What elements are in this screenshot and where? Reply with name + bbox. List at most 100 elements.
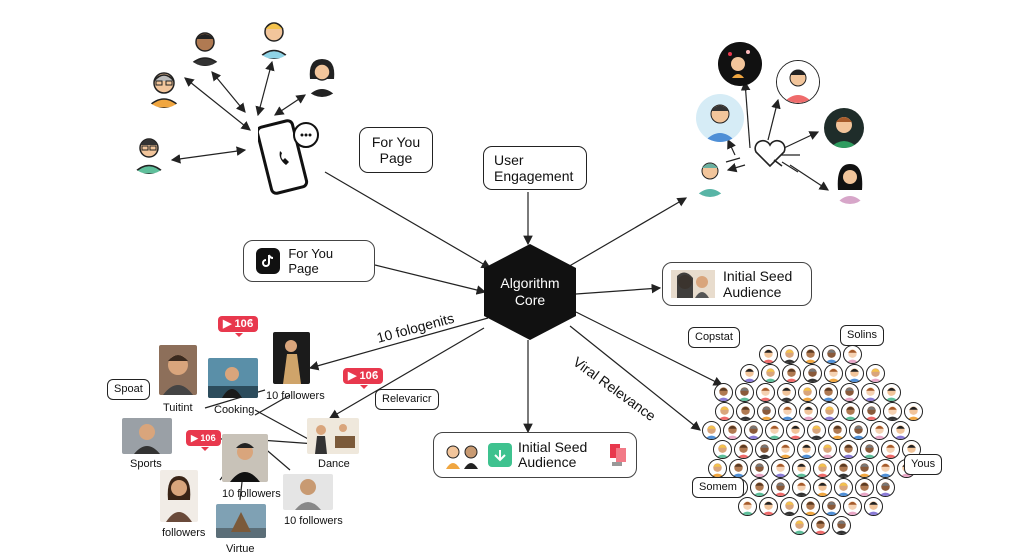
label-cooking: Cooking [214, 404, 255, 416]
crowd-avatar [806, 420, 826, 440]
callout-line: Initial Seed [723, 268, 793, 284]
crowd-avatar [764, 420, 784, 440]
crowd-avatar [817, 439, 837, 459]
crowd-avatar [841, 401, 861, 421]
crowd-avatar [796, 439, 816, 459]
crowd-avatar [821, 344, 841, 364]
crowd-avatar [890, 420, 910, 440]
crowd-avatar [831, 515, 851, 535]
crowd-avatar [708, 458, 728, 478]
callout-line: Initial Seed [518, 439, 588, 455]
crowd-avatar [842, 344, 862, 364]
crowd-avatar [777, 382, 797, 402]
core-line: Core [514, 292, 546, 308]
crowd-avatar [771, 458, 791, 478]
crowd-avatar [712, 439, 732, 459]
crowd-avatar [743, 420, 763, 440]
crowd-avatar [736, 401, 756, 421]
label-sports: Sports [130, 458, 162, 470]
view-count-badge: ▶ 10ϐ [343, 368, 384, 389]
crowd-avatar [729, 458, 749, 478]
callout-text: Initial Seed Audience [518, 440, 602, 470]
crowd-avatar [798, 382, 818, 402]
crowd-avatar [722, 420, 742, 440]
crowd-avatar [739, 363, 759, 383]
crowd-avatar [785, 420, 805, 440]
crowd-avatar [810, 515, 830, 535]
crowd-avatar [876, 477, 896, 497]
callout-for-you-page-mid: For You Page [243, 240, 375, 282]
view-count-badge: ▶ 10ϐ [218, 316, 259, 337]
crowd-avatar [759, 496, 779, 516]
callout-line: Engagement [494, 168, 574, 184]
crowd-avatar [864, 496, 884, 516]
crowd-avatar [701, 420, 721, 440]
callout-text: For You Page [288, 246, 334, 276]
crowd-avatar [760, 363, 780, 383]
crowd-avatar [714, 382, 734, 402]
person-avatar-green [824, 108, 864, 148]
label-followers: 10 followers [266, 390, 325, 402]
callout-user-engagement: User Engagement [483, 146, 587, 190]
crowd-avatar [834, 477, 854, 497]
person-avatar-long-hair [830, 160, 870, 204]
person-avatar-blond [253, 15, 295, 59]
callout-line: For You [371, 134, 421, 150]
crowd-avatar [827, 420, 847, 440]
crowd-avatar [800, 344, 820, 364]
crowd-avatar [822, 496, 842, 516]
crowd-avatar [880, 439, 900, 459]
person-avatar-elder [143, 66, 185, 108]
crowd-avatar [792, 477, 812, 497]
crowd-avatar [882, 382, 902, 402]
crowd-avatar [735, 382, 755, 402]
crowd-avatar [789, 515, 809, 535]
person-avatar-teal [690, 155, 730, 197]
bubble-copstat: Copstat [688, 327, 740, 348]
crowd-avatar [775, 439, 795, 459]
bubble-somem: Somem [692, 477, 744, 498]
photo-virtue-scene [216, 504, 266, 538]
crowd-avatar [813, 477, 833, 497]
red-cards-icon [608, 442, 628, 468]
bubble-spoat: Spoat [107, 379, 150, 400]
crowd-avatar [733, 439, 753, 459]
crowd-avatar [756, 382, 776, 402]
crowd-avatar [801, 496, 821, 516]
photo-man-smiling [283, 474, 333, 510]
person-avatar-glasses [128, 132, 170, 174]
crowd-avatar [855, 458, 875, 478]
label-followers: 10 followers [284, 515, 343, 527]
photo-cooking [208, 358, 258, 398]
tiktok-logo-icon [256, 248, 281, 274]
crowd-avatar [738, 496, 758, 516]
view-count-badge: ▶ 10ϐ [186, 430, 221, 451]
photo-dancer-dark [273, 332, 310, 384]
callout-initial-seed-right: Initial Seed Audience [662, 262, 812, 306]
person-avatar-woman [302, 55, 342, 97]
callout-line: Audience [518, 454, 577, 470]
callout-line: Page [379, 150, 413, 166]
crowd-avatar [843, 496, 863, 516]
crowd-avatar [859, 439, 879, 459]
photo-sports [122, 418, 172, 454]
person-avatar-dark [185, 26, 225, 66]
crowd-avatar [876, 458, 896, 478]
crowd-avatar [904, 401, 924, 421]
crowd-avatar [883, 401, 903, 421]
photo-man-portrait [159, 345, 197, 395]
crowd-avatar [757, 401, 777, 421]
crowd-avatar [802, 363, 822, 383]
callout-line: Audience [723, 284, 782, 300]
crowd-avatar [778, 401, 798, 421]
crowd-avatar [838, 439, 858, 459]
crowd-avatar [862, 401, 882, 421]
crowd-avatar [715, 401, 735, 421]
person-avatar-tossing [718, 42, 762, 86]
photo-woman-portrait [160, 470, 198, 522]
core-line: Algorithm [500, 275, 560, 291]
crowd-avatar [840, 382, 860, 402]
crowd-avatar [819, 382, 839, 402]
crowd-avatar [792, 458, 812, 478]
